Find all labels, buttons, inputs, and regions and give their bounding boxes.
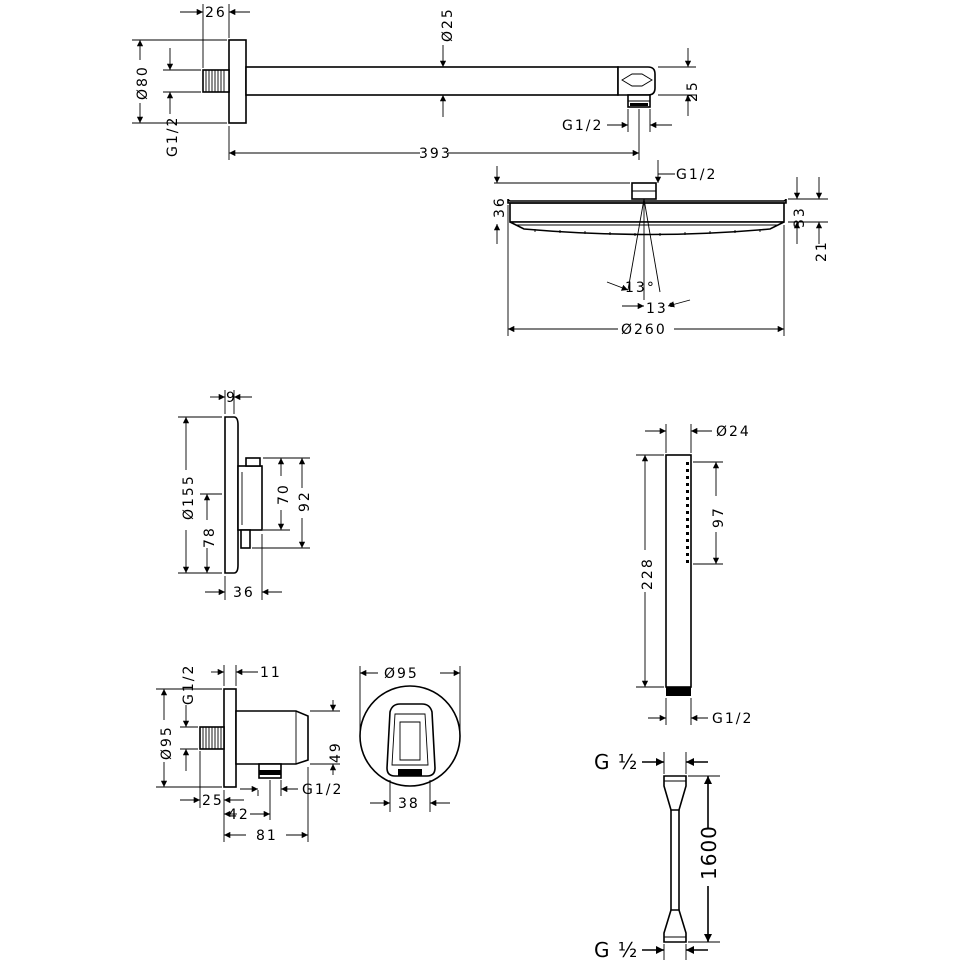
valve-plate xyxy=(224,416,239,574)
dim-valve-body-h: 70 xyxy=(276,483,292,505)
dim-hose-thread-bottom: G ½ xyxy=(594,938,638,960)
dim-arm-tube-d: Ø25 xyxy=(440,7,456,42)
dim-arm-thread-out: G1/2 xyxy=(562,118,603,134)
outlet-plate xyxy=(223,688,237,788)
outlet-holder xyxy=(386,703,436,777)
dim-outlet-body-h: 49 xyxy=(328,741,344,763)
dim-outlet-thread-top: G1/2 xyxy=(181,664,197,705)
dim-hose-thread-top: G ½ xyxy=(594,750,638,774)
dim-outlet-plate-thk: 11 xyxy=(260,665,282,681)
dim-outlet-d-side: Ø95 xyxy=(159,725,175,760)
arm-thread-inlet xyxy=(202,69,230,93)
dim-hand-thread: G1/2 xyxy=(712,711,753,727)
arm-tube xyxy=(245,66,619,96)
dim-head-d: Ø260 xyxy=(621,322,667,338)
dim-valve-plate-d: Ø155 xyxy=(181,474,197,520)
dim-head-tilt-b: 13° xyxy=(646,301,677,317)
dim-hand-d: Ø24 xyxy=(716,424,751,440)
dim-valve-plate-thk: 9 xyxy=(226,390,237,406)
dim-arm-flange-d: Ø80 xyxy=(135,65,151,100)
valve: 9 Ø155 78 70 92 36 xyxy=(178,390,313,601)
hose-bottom-nut xyxy=(663,909,687,943)
dim-arm-outlet-h: 25 xyxy=(685,80,701,102)
dim-head-total-h: 36 xyxy=(492,196,508,218)
dim-hand-spray-len: 97 xyxy=(711,506,727,528)
dim-outlet-pos: 42 xyxy=(228,807,250,823)
dim-head-tilt-a: 13° xyxy=(625,280,656,296)
dim-valve-center: 78 xyxy=(202,526,218,548)
dim-outlet-thread-side: G1/2 xyxy=(302,782,343,798)
hand-shower: Ø24 228 97 G1/2 xyxy=(636,424,753,727)
dim-outlet-depth: 81 xyxy=(256,828,278,844)
dim-valve-depth: 36 xyxy=(233,585,255,601)
valve-stem xyxy=(240,529,251,549)
dim-outlet-holder-w: 38 xyxy=(398,796,420,812)
outlet-body xyxy=(235,710,309,765)
dim-hose-len: 1600 xyxy=(697,825,721,880)
dim-arm-flange-thk: 26 xyxy=(205,5,227,21)
hand-body xyxy=(665,454,692,688)
valve-cap-top xyxy=(245,457,261,467)
dim-outlet-inlet-len: 25 xyxy=(202,793,224,809)
dim-head-body-h: 33 xyxy=(792,206,808,228)
dim-hand-len: 228 xyxy=(640,557,656,590)
dim-outlet-front-d: Ø95 xyxy=(384,666,419,682)
dim-valve-body-total: 92 xyxy=(297,490,313,512)
head-body xyxy=(509,202,785,223)
arm-flange xyxy=(228,39,247,124)
dim-head-thread: G1/2 xyxy=(676,167,717,183)
hand-nozzle-row xyxy=(686,462,689,563)
overhead-shower: G1/2 36 33 21 13° 13° Ø260 xyxy=(492,160,830,338)
dim-arm-thread-in: G1/2 xyxy=(165,116,181,157)
dim-head-nozzle-h: 21 xyxy=(814,240,830,262)
dim-arm-length: 393 xyxy=(419,146,452,162)
hand-thread xyxy=(666,687,691,696)
shower-arm: 26 Ø80 G1/2 Ø25 25 G1/2 393 xyxy=(132,4,701,162)
wall-outlet-side: 11 Ø95 G1/2 49 25 G1/2 42 81 xyxy=(156,664,344,844)
head-nozzles xyxy=(509,221,785,236)
wall-outlet-front: Ø95 38 xyxy=(359,666,461,812)
shower-hose: G ½ 1600 G ½ xyxy=(594,750,721,960)
